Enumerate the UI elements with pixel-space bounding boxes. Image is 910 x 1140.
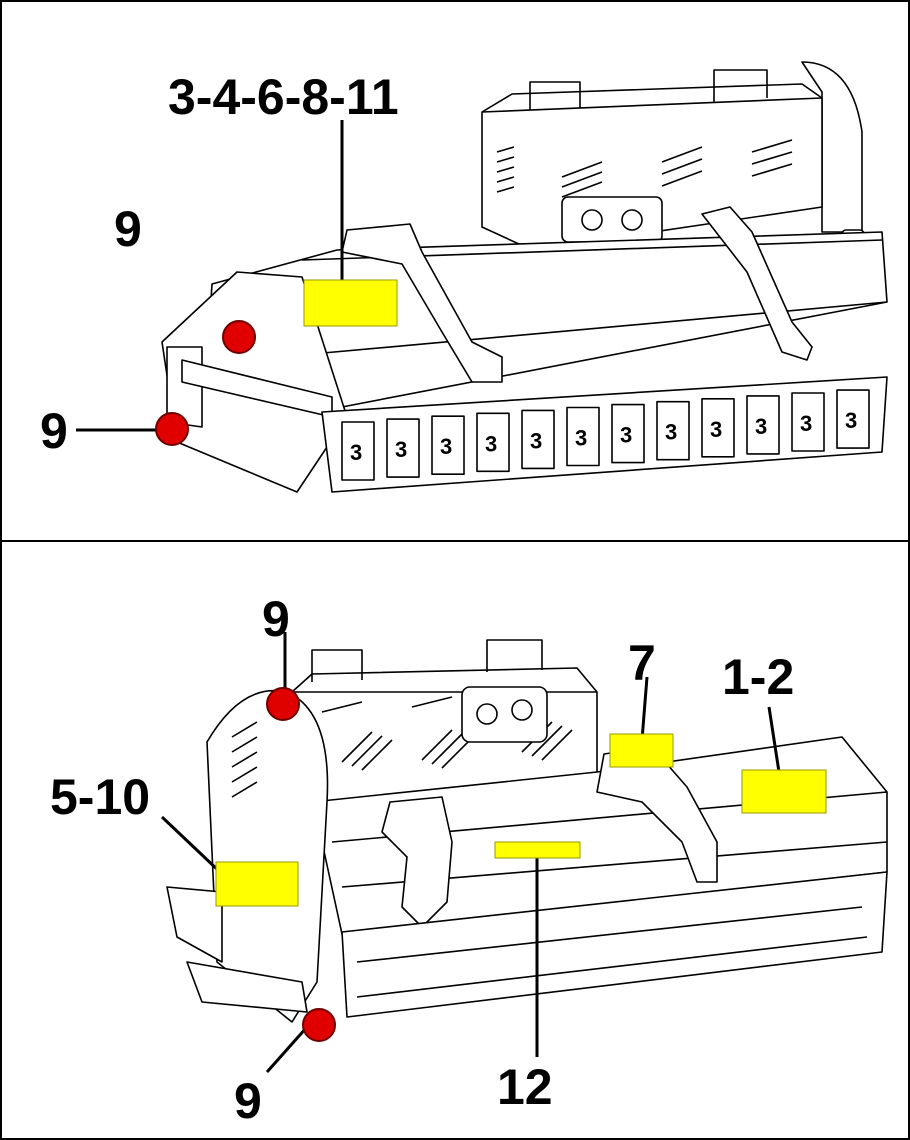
callout-1-2: 1-2 [722,649,795,705]
label-decal-5-10 [215,861,299,907]
flail-number: 3 [440,434,452,459]
flail-slot [521,409,555,470]
hitch-bracket-right [701,206,813,361]
leader-bottom-7 [640,676,649,741]
flail-number: 3 [755,414,767,439]
grease-point-marker [155,412,189,446]
callout-7: 7 [628,635,656,691]
flail-slot [611,403,645,464]
hydraulic-motor [461,686,548,743]
grease-point-marker [266,687,300,721]
flail-blades: 3 3 3 3 3 3 3 3 3 3 3 3 [341,389,870,481]
top-view-panel: 3 3 3 3 3 3 3 3 3 3 3 3 3-4-6-8-11 9 9 [0,0,910,542]
label-decal-top [303,279,398,327]
flail-slot [476,412,510,473]
flail-slot [386,418,420,478]
bottom-machine-drawing [160,632,888,1073]
flail-slot [341,421,375,481]
callout-9: 9 [40,403,68,459]
leader-bottom-lower-9 [265,1026,309,1073]
top-machine-drawing: 3 3 3 3 3 3 3 3 3 3 3 3 [76,61,888,493]
roller [341,871,888,1018]
flail-slot [836,389,870,449]
lift-handle-left [529,81,581,110]
flail-number: 3 [575,426,587,451]
leader-bottom-1-2 [767,706,781,773]
flail-slot [566,406,600,467]
label-decal-1-2 [741,769,827,814]
hydraulic-motor [561,196,663,243]
callout-9: 9 [262,591,290,647]
bottom-view-panel: 9 7 1-2 5-10 12 9 [0,540,910,1140]
flail-number: 3 [530,428,542,453]
grease-point-marker [222,320,256,354]
flail-number: 3 [350,440,362,465]
flail-slot [701,397,735,458]
label-decal-12 [494,841,581,859]
flail-number: 3 [665,420,677,445]
leader-bottom-5-10 [160,815,222,874]
callout-12: 12 [497,1059,553,1115]
flail-slot [746,395,780,455]
flail-number: 3 [485,431,497,456]
hitch-bracket-left [381,796,453,928]
hitch-bracket-left [341,223,503,383]
callout-9: 9 [234,1073,262,1129]
callout-9: 9 [114,201,142,257]
callout-3-4-6-8-11: 3-4-6-8-11 [168,69,399,125]
lift-handle-left [311,649,363,682]
flail-number: 3 [620,423,632,448]
vent-slots [231,721,258,798]
lift-handle-right [486,639,543,672]
skid [186,961,308,1013]
callout-5-10: 5-10 [50,769,151,825]
lift-handle-right [713,69,768,102]
flail-slot [791,392,825,452]
flail-slot [431,415,465,476]
flail-number: 3 [395,437,407,462]
flail-slot [656,400,690,461]
flail-number: 3 [845,408,857,433]
flail-number: 3 [710,417,722,442]
grease-point-marker [302,1008,336,1042]
label-decal-7 [609,733,674,768]
vent-slots [496,139,793,198]
flail-number: 3 [800,411,812,436]
